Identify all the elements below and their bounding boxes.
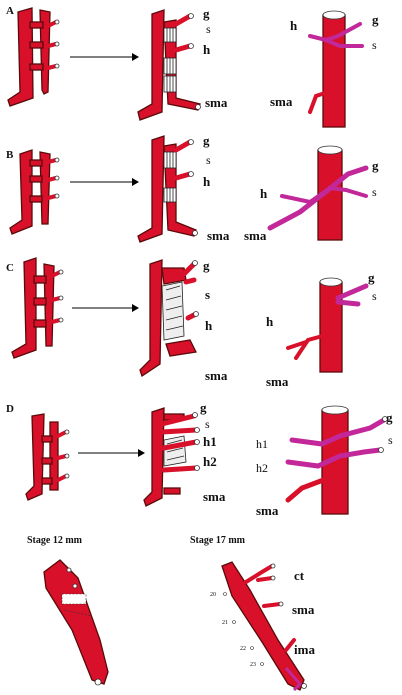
mid-a-g: g: [203, 6, 210, 21]
right-d-h2: h2: [256, 461, 268, 475]
right-a-h: h: [290, 18, 298, 33]
stage-17mm-label: Stage 17 mm: [190, 535, 246, 546]
right-c-g: g: [368, 270, 375, 285]
row-b: B g s h sma: [6, 133, 379, 243]
right-d-g: g: [386, 410, 393, 425]
row-a: A g s h sma: [6, 5, 379, 128]
right-a-s: s: [372, 38, 377, 52]
stage17-ct: ct: [294, 568, 305, 583]
right-b-sma: sma: [244, 228, 267, 243]
row-b-ladder-after: [137, 135, 198, 243]
row-a-ladder-before: [7, 7, 60, 107]
mid-d-h1: h1: [203, 434, 217, 449]
stage-17mm-drawing: [221, 561, 307, 692]
right-c-sma: sma: [266, 374, 289, 389]
mid-d-h2: h2: [203, 454, 217, 469]
right-d-h1: h1: [256, 437, 268, 451]
right-b-g: g: [372, 158, 379, 173]
mid-c-g: g: [203, 258, 210, 273]
mid-a-sma: sma: [205, 95, 228, 110]
row-label-b: B: [6, 149, 14, 161]
row-a-ladder-after: [137, 9, 201, 121]
right-b-s: s: [372, 185, 377, 199]
right-a-sma: sma: [270, 94, 293, 109]
stage-12mm-label: Stage 12 mm: [27, 535, 83, 546]
right-d-s: s: [388, 433, 393, 447]
segment-23: 23: [250, 662, 256, 668]
arrowhead-d: [138, 449, 145, 457]
row-a-aorta: [308, 10, 364, 128]
arrowhead-a: [132, 53, 139, 61]
row-c-ladder-after: [139, 259, 199, 378]
segment-20: 20: [210, 592, 216, 598]
row-b-aorta: [267, 145, 369, 241]
arrowhead-b: [132, 178, 139, 186]
right-a-g: g: [372, 12, 379, 27]
right-d-sma: sma: [256, 503, 279, 518]
right-c-h: h: [266, 314, 274, 329]
mid-d-g: g: [200, 400, 207, 415]
row-d-aorta: [285, 405, 387, 515]
row-label-c: C: [6, 262, 14, 274]
mid-c-s: s: [205, 287, 210, 302]
mid-b-g: g: [203, 133, 210, 148]
right-c-s: s: [372, 289, 377, 303]
mid-a-h: h: [203, 42, 211, 57]
segment-21: 21: [222, 620, 228, 626]
mid-a-s: s: [206, 22, 211, 36]
mid-c-h: h: [205, 318, 213, 333]
segment-22: 22: [240, 646, 246, 652]
arrowhead-c: [132, 304, 139, 312]
mid-c-sma: sma: [205, 368, 228, 383]
mid-b-h: h: [203, 174, 211, 189]
right-b-h: h: [260, 186, 268, 201]
mid-b-s: s: [206, 153, 211, 167]
row-c: C g s h sma: [6, 257, 377, 389]
stage17-sma: sma: [292, 602, 315, 617]
row-d-ladder-after: [143, 407, 200, 507]
row-b-ladder-before: [9, 149, 60, 235]
stage17-ima: ima: [294, 642, 315, 657]
row-label-a: A: [6, 5, 14, 17]
mid-d-s: s: [205, 417, 210, 431]
row-label-d: D: [6, 403, 14, 415]
row-c-ladder-before: [11, 257, 64, 359]
row-c-aorta: [286, 277, 369, 373]
mid-b-sma: sma: [207, 228, 230, 243]
stage-12mm-drawing: [43, 559, 109, 686]
row-d-ladder-before: [25, 413, 70, 501]
row-d: D g s h1 h2 sma: [6, 400, 393, 518]
mid-d-sma: sma: [203, 489, 226, 504]
